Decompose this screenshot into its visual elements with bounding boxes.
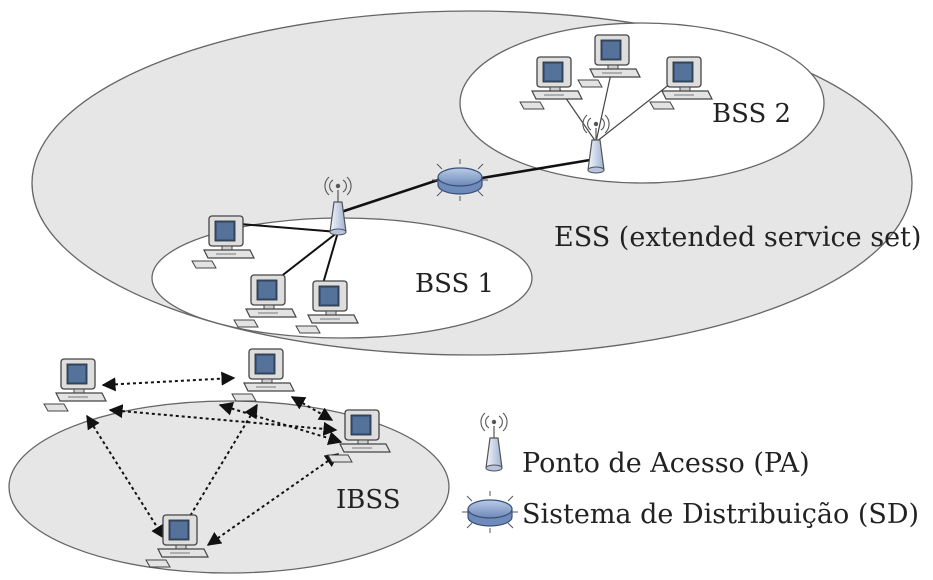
legend-distribution-system-label: Sistema de Distribuição (SD) — [522, 499, 919, 530]
ds-link-bss2 — [481, 158, 591, 180]
bss2-label: BSS 2 — [712, 99, 791, 129]
ibss-links — [86, 371, 343, 546]
legend-distribution-system-icon — [461, 490, 519, 534]
ds-link-bss1 — [337, 178, 439, 215]
ibss-label: IBSS — [336, 485, 401, 515]
legend-access-point-label: Ponto de Acesso (PA) — [522, 448, 810, 479]
legend-access-point-icon — [480, 412, 508, 472]
station-computer-icon — [231, 348, 295, 402]
ess-label: ESS (extended service set) — [554, 222, 921, 253]
legend: Ponto de Acesso (PA) Sistema de Distribu… — [461, 412, 919, 534]
bss1-label: BSS 1 — [415, 269, 494, 299]
station-computer-icon — [43, 358, 107, 412]
